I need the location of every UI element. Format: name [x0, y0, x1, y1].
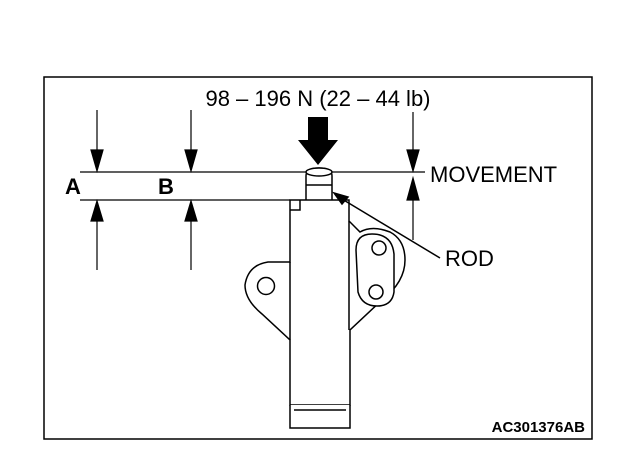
load-arrow-icon — [298, 117, 338, 165]
right-mount-hole-lower — [368, 284, 384, 300]
figure-code: AC301376AB — [492, 419, 586, 436]
dimension-a-label: A — [65, 174, 81, 199]
movement-arrows — [406, 112, 420, 240]
dimension-a-arrows — [90, 110, 104, 270]
left-mount-hole — [256, 276, 276, 296]
dimension-b-arrows — [184, 110, 198, 270]
rod-pointer — [332, 191, 441, 259]
load-label: 98 – 196 N (22 – 44 lb) — [205, 86, 430, 111]
dimension-b-label: B — [158, 174, 174, 199]
diagram-frame — [43, 76, 593, 440]
tensioner-body — [244, 199, 406, 429]
rod-label: ROD — [445, 246, 494, 271]
right-mount-hole-upper — [371, 240, 387, 256]
movement-label: MOVEMENT — [430, 162, 557, 187]
reference-lines — [80, 171, 425, 201]
